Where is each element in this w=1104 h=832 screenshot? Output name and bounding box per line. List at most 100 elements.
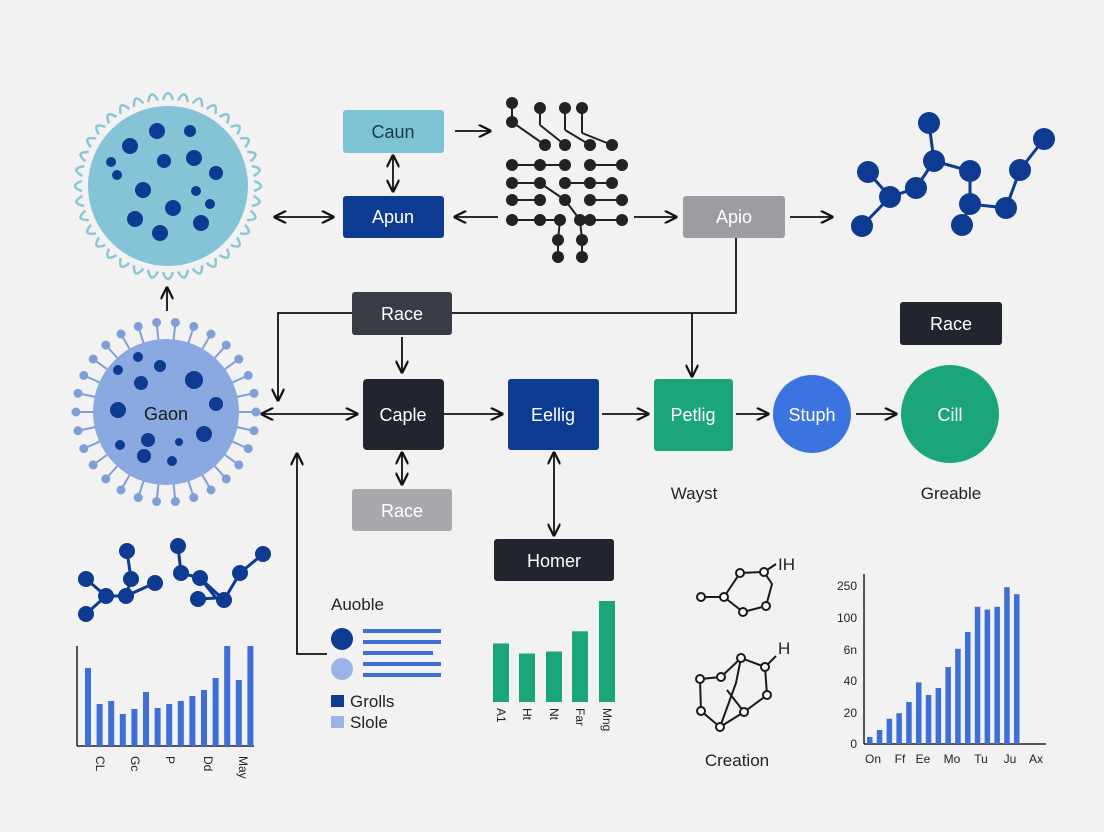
- svg-text:Eellig: Eellig: [531, 405, 575, 425]
- chart-right-bar: [984, 609, 991, 744]
- chart-left-bar: [201, 690, 207, 746]
- virus-illustration: Gaon: [71, 317, 261, 507]
- legend-lines: [363, 629, 441, 677]
- chart-middle-tick-label: Nt: [547, 708, 561, 721]
- chart-right-y-tick-label: 6n: [844, 643, 857, 657]
- chart-left-bar: [224, 646, 231, 746]
- chemical-structure-bottom: [695, 653, 777, 732]
- chart-left-tick-label: CL: [93, 756, 107, 772]
- chart-left-bar: [166, 704, 173, 746]
- molecule-top-right: [851, 112, 1055, 237]
- chart-left-bar: [108, 701, 115, 746]
- node-stuph[interactable]: Stuph: [773, 375, 851, 453]
- chart-left-tick-label: Dd: [201, 756, 215, 771]
- svg-text:Race: Race: [381, 304, 423, 324]
- chart-left-tick-label: Gc: [128, 756, 142, 771]
- chart-right-bar: [886, 718, 893, 744]
- node-caple[interactable]: Caple: [363, 379, 444, 450]
- svg-text:Race: Race: [930, 314, 972, 334]
- chart-right-y-tick-label: 40: [844, 674, 858, 688]
- chart-right-y-tick-label: 100: [837, 611, 857, 625]
- legend-swatch-grolls: [331, 695, 344, 707]
- node-eellig[interactable]: Eellig: [508, 379, 599, 450]
- chart-left-bar: [177, 701, 184, 746]
- svg-text:Homer: Homer: [527, 551, 581, 571]
- chemical-structure-top: [696, 563, 777, 617]
- chart-left-bar: [247, 646, 254, 746]
- chart-right-bar: [1004, 587, 1010, 744]
- chart-right-bar: [994, 606, 1000, 744]
- chart-left: CL Gc P Dd May: [76, 646, 254, 779]
- legend-item-slole: Slole: [350, 713, 388, 732]
- chart-right-x-tick-label: Ff: [895, 752, 906, 766]
- label-creation: Creation: [705, 751, 769, 770]
- node-petlig[interactable]: Petlig: [654, 379, 733, 451]
- chart-right-bar: [916, 682, 922, 744]
- connectors: [167, 131, 896, 655]
- label-h: H: [778, 639, 790, 658]
- chart-right-x-tick-label: On: [865, 752, 881, 766]
- chart-middle-bar: [546, 651, 562, 702]
- chart-left-tick-label: May: [236, 756, 250, 779]
- node-race-bottom[interactable]: Race: [352, 489, 452, 531]
- chart-left-tick-label: P: [163, 756, 177, 764]
- legend-dot-light: [331, 658, 353, 680]
- cell-illustration: [73, 91, 263, 281]
- node-apun[interactable]: Apun: [343, 196, 444, 238]
- legend-swatch-slole: [331, 716, 344, 728]
- chart-middle-bar: [493, 643, 509, 702]
- chart-middle-tick-label: Ht: [520, 708, 534, 721]
- svg-text:Race: Race: [381, 501, 423, 521]
- chart-right-bar: [935, 688, 942, 744]
- chart-right-bar: [1014, 594, 1020, 744]
- legend-dot-dark: [331, 628, 353, 650]
- chart-right-bar: [974, 606, 981, 744]
- svg-text:Stuph: Stuph: [788, 405, 835, 425]
- chart-right-bar: [896, 713, 902, 744]
- node-race-right[interactable]: Race: [900, 302, 1002, 345]
- node-homer[interactable]: Homer: [494, 539, 614, 581]
- chart-middle-tick-label: Far: [573, 708, 587, 726]
- chart-left-bar: [143, 692, 149, 746]
- chart-right-bar: [955, 648, 961, 744]
- legend-title: Auoble: [331, 595, 384, 614]
- svg-text:Petlig: Petlig: [670, 405, 715, 425]
- chart-middle-tick-label: Mng: [600, 708, 614, 731]
- chart-middle-bar: [599, 601, 615, 702]
- chart-right-bar: [867, 737, 873, 744]
- node-apio[interactable]: Apio: [683, 196, 785, 238]
- chart-left-bar: [85, 668, 91, 746]
- node-caun[interactable]: Caun: [343, 110, 444, 153]
- svg-text:Caun: Caun: [371, 122, 414, 142]
- chart-left-bar: [96, 704, 103, 746]
- chart-middle: A1 Ht Nt Far Mng: [493, 601, 615, 731]
- chart-right-x-tick-label: Tu: [974, 752, 988, 766]
- chart-left-bar: [154, 708, 161, 746]
- node-cill[interactable]: Cill: [901, 365, 999, 463]
- chart-middle-bar: [519, 653, 535, 702]
- chart-right-x-tick-label: Ju: [1004, 752, 1017, 766]
- chart-left-bar: [131, 709, 138, 746]
- label-wayst: Wayst: [671, 484, 718, 503]
- label-ih: IH: [778, 555, 795, 574]
- chart-right-y-tick-label: 250: [837, 579, 857, 593]
- gaon-label: Gaon: [144, 404, 188, 424]
- chart-right-bar: [925, 695, 932, 744]
- svg-text:Apun: Apun: [372, 207, 414, 227]
- chart-left-bar: [212, 678, 219, 746]
- chart-right-bar: [945, 667, 951, 744]
- chart-right-bar: [876, 730, 883, 744]
- svg-text:Apio: Apio: [716, 207, 752, 227]
- legend-item-grolls: Grolls: [350, 692, 394, 711]
- network-graph: [506, 97, 628, 263]
- chart-left-bar: [119, 714, 126, 746]
- chart-right-x-tick-label: Ee: [916, 752, 931, 766]
- svg-text:Caple: Caple: [379, 405, 426, 425]
- chart-right-bar: [965, 632, 971, 744]
- chart-middle-tick-label: A1: [494, 708, 508, 723]
- chart-left-bar: [235, 680, 242, 746]
- node-race-top[interactable]: Race: [352, 292, 452, 335]
- chart-left-bar: [189, 696, 196, 746]
